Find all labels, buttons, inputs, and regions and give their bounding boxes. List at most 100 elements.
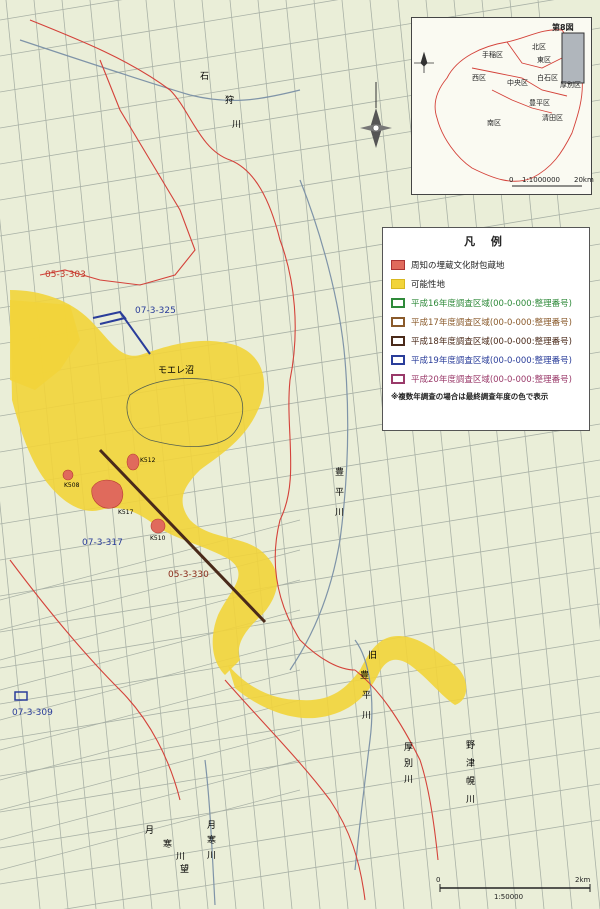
inset-ward-kita: 北区	[532, 43, 546, 51]
map-scale-ratio: 1:50000	[494, 893, 524, 901]
inset-sheet-label: 第8図	[552, 23, 574, 32]
place-label-tsukisamu-7: 川	[207, 851, 217, 861]
place-label-nopporo-2: 津	[466, 759, 476, 769]
survey-label-05-3-303: 05-3-303	[45, 270, 86, 280]
known-site-k508	[62, 469, 74, 481]
survey-area-07-3-325	[92, 310, 151, 355]
possible-area-river	[228, 635, 467, 719]
place-label-nopporo-3: 幌	[466, 777, 476, 787]
survey-label-07-3-309: 07-3-309	[12, 708, 53, 718]
ward-boundary-layer	[9, 19, 439, 901]
legend-label: 周知の埋蔵文化財包蔵地	[411, 260, 505, 271]
river-layer	[19, 39, 373, 906]
place-label-ishi: 石	[200, 72, 210, 82]
survey-label-05-3-330: 05-3-330	[168, 570, 209, 580]
boundary-diagonal	[224, 679, 366, 901]
north-arrow-icon	[360, 82, 392, 148]
known-site-k512	[126, 453, 140, 471]
site-label-k517: K517	[118, 509, 134, 516]
legend-item-possible-area: 可能性地	[391, 274, 581, 293]
site-label-k510: K510	[150, 535, 166, 542]
legend-panel: 凡 例 周知の埋蔵文化財包蔵地 可能性地 平成16年度調査区域(00-0-000…	[382, 227, 590, 431]
place-label-nopporo-4: 川	[466, 795, 476, 805]
place-label-atsubetsu-3: 川	[404, 775, 414, 785]
toyohira-river	[289, 179, 349, 671]
inset-ward-atsubetsu: 厚別区	[560, 81, 581, 89]
legend-item-h19: 平成19年度調査区域(00-0-000:整理番号)	[391, 350, 581, 369]
inset-scale-end: 20km	[574, 176, 594, 184]
known-site-layer	[62, 453, 166, 534]
legend-label: 可能性地	[411, 279, 446, 290]
boundary-north	[29, 19, 356, 671]
place-label-tsukisamu-4: 望	[180, 865, 190, 875]
legend-label: 平成17年度調査区域(00-0-000:整理番号)	[411, 317, 572, 328]
boundary-sw	[9, 559, 181, 801]
survey-area-07-3-309	[14, 691, 28, 701]
inset-drawing	[414, 29, 585, 187]
place-label-tsukisamu-6: 寒	[207, 836, 217, 846]
inset-map: 第8図 北区 手稲区 東区 西区 中央区 白石区 厚別区 豊平区 清田区 南区 …	[411, 17, 594, 195]
legend-swatch-h19	[391, 354, 405, 365]
possible-area-moere	[10, 290, 278, 675]
possible-area-layer	[10, 290, 467, 719]
place-label-atsubetsu-1: 厚	[404, 743, 414, 753]
place-label-toyohira-2: 平	[335, 488, 345, 498]
legend-label: 平成20年度調査区域(00-0-000:整理番号)	[411, 374, 572, 385]
survey-label-07-3-317: 07-3-317	[82, 538, 123, 548]
place-label-atsubetsu-2: 別	[404, 759, 414, 769]
legend-item-known-site: 周知の埋蔵文化財包蔵地	[391, 255, 581, 274]
inset-ward-chuo: 中央区	[507, 79, 528, 87]
legend-label: 平成16年度調査区域(00-0-000:整理番号)	[411, 298, 572, 309]
legend-label: 平成18年度調査区域(00-0-000:整理番号)	[411, 336, 572, 347]
place-label-tsukisamu-1: 月	[145, 826, 155, 836]
legend-swatch-h17	[391, 316, 405, 327]
inset-ward-toyohira: 豊平区	[529, 99, 550, 107]
boundary-east	[354, 669, 439, 861]
legend-swatch-possible-area	[391, 278, 405, 289]
legend-swatch-known-site	[391, 259, 405, 270]
legend-swatch-h20	[391, 373, 405, 384]
place-label-tsukisamu-3: 川	[176, 852, 186, 862]
map-scale-zero: 0	[436, 876, 441, 884]
inset-ward-nishi: 西区	[472, 74, 486, 82]
place-label-kyu-1: 旧	[368, 651, 378, 661]
place-label-kyu-3: 平	[362, 691, 372, 701]
legend-item-h17: 平成17年度調査区域(00-0-000:整理番号)	[391, 312, 581, 331]
map-scale-end: 2km	[575, 876, 591, 884]
place-label-kawa: 川	[232, 120, 242, 130]
inset-ward-minami: 南区	[487, 119, 501, 127]
known-site-k517	[91, 479, 124, 509]
place-label-kyu-4: 川	[362, 711, 372, 721]
survey-label-07-3-325: 07-3-325	[135, 306, 176, 316]
map-scale-bar	[439, 884, 591, 892]
legend-note: ※複数年調査の場合は最終調査年度の色で表示	[391, 392, 549, 401]
inset-scale-zero: 0	[509, 176, 514, 184]
inset-ward-kiyota: 清田区	[542, 114, 563, 122]
legend-title: 凡 例	[464, 235, 508, 248]
place-label-nopporo-1: 野	[466, 741, 476, 751]
place-label-toyohira-1: 豊	[335, 468, 345, 478]
legend-item-h18: 平成18年度調査区域(00-0-000:整理番号)	[391, 331, 581, 350]
place-label-toyohira-3: 川	[335, 508, 345, 518]
place-label-tsukisamu-5: 月	[207, 821, 217, 831]
legend-swatch-h16	[391, 297, 405, 308]
tsukisamu-river	[204, 759, 216, 906]
kyu-toyohira-river	[354, 639, 373, 871]
place-label-kari: 狩	[225, 96, 235, 106]
inset-highlight-area	[561, 32, 585, 84]
moere-pond-outline	[126, 378, 244, 447]
place-label-moere-numa: モエレ沼	[158, 366, 195, 376]
boundary-nw	[39, 59, 196, 286]
site-label-k508: K508	[64, 482, 80, 489]
legend-swatch-h18	[391, 335, 405, 346]
place-label-tsukisamu-2: 寒	[163, 840, 173, 850]
survey-area-layer	[14, 310, 267, 701]
site-label-k512: K512	[140, 457, 156, 464]
legend-label: 平成19年度調査区域(00-0-000:整理番号)	[411, 355, 572, 366]
inset-ward-teine: 手稲区	[482, 51, 503, 59]
known-site-k510	[150, 518, 166, 534]
inset-scale-ratio: 1:1000000	[522, 176, 560, 184]
possible-area-west	[10, 300, 80, 390]
